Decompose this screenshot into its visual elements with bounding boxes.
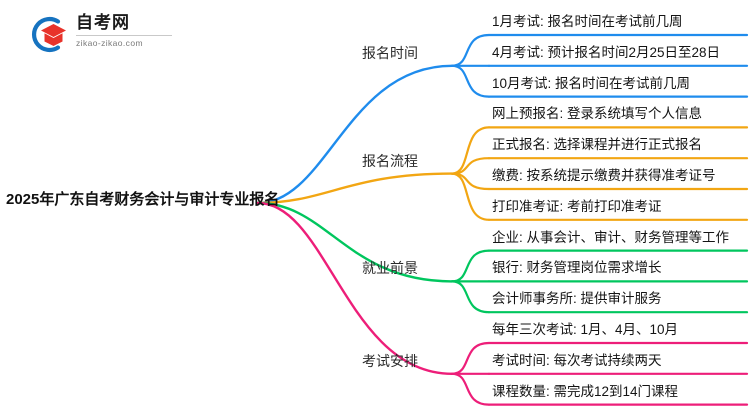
branch-label-1[interactable]: 报名时间 (362, 44, 418, 61)
leaf-node[interactable]: 网上预报名: 登录系统填写个人信息 (492, 103, 748, 129)
leaf-node[interactable]: 每年三次考试: 1月、4月、10月 (492, 319, 748, 345)
logo-text: 自考网 zikao-zikao.com (76, 13, 176, 48)
root-node-label: 2025年广东自考财务会计与审计专业报名 (6, 191, 280, 208)
leaf-node[interactable]: 打印准考证: 考前打印准考证 (492, 196, 748, 222)
branch-trunk-connector (256, 201, 454, 283)
leaf-elbow-connector (450, 372, 491, 406)
leaf-elbow-connector (450, 157, 491, 175)
leaf-node[interactable]: 课程数量: 需完成12到14门课程 (492, 381, 748, 407)
leaf-node-label: 课程数量: 需完成12到14门课程 (492, 383, 679, 399)
logo-divider (76, 35, 172, 36)
branch-label-2[interactable]: 报名流程 (362, 152, 418, 169)
leaf-node[interactable]: 考试时间: 每次考试持续两天 (492, 350, 748, 376)
leaf-node[interactable]: 银行: 财务管理岗位需求增长 (492, 257, 748, 283)
leaf-node-label: 考试时间: 每次考试持续两天 (492, 352, 662, 368)
site-logo: 自考网 zikao-zikao.com (28, 12, 178, 56)
leaf-elbow-connector (450, 33, 491, 67)
leaf-elbow-connector (450, 341, 491, 375)
leaf-node[interactable]: 会计师事务所: 提供审计服务 (492, 288, 748, 314)
leaf-node-label: 打印准考证: 考前打印准考证 (492, 198, 662, 214)
branch-label-4[interactable]: 考试安排 (362, 352, 418, 369)
branch-label-3[interactable]: 就业前景 (362, 260, 418, 277)
leaf-node-label: 每年三次考试: 1月、4月、10月 (492, 322, 679, 337)
leaf-node-label: 网上预报名: 登录系统填写个人信息 (492, 106, 703, 122)
branch-trunk-connector (256, 64, 454, 205)
leaf-elbow-connector (450, 126, 491, 175)
leaf-node-label: 缴费: 按系统提示缴费并获得准考证号 (492, 168, 716, 183)
leaf-elbow-connector (450, 172, 491, 191)
leaf-node-label: 会计师事务所: 提供审计服务 (492, 291, 662, 307)
leaf-elbow-connector (450, 172, 491, 221)
leaf-elbow-connector (450, 280, 491, 314)
leaf-node-label: 银行: 财务管理岗位需求增长 (492, 260, 662, 276)
logo-domain: zikao-zikao.com (76, 38, 143, 48)
logo-title-cn: 自考网 (76, 13, 130, 32)
leaf-node-label: 4月考试: 预计报名时间2月25日至28日 (492, 44, 721, 60)
leaf-elbow-connector (450, 249, 491, 283)
leaf-node-label: 企业: 从事会计、审计、财务管理等工作 (492, 229, 730, 245)
leaf-elbow-connector (450, 64, 491, 98)
leaf-node[interactable]: 企业: 从事会计、审计、财务管理等工作 (492, 227, 748, 253)
leaf-node[interactable]: 正式报名: 选择课程并进行正式报名 (492, 134, 748, 160)
leaf-node[interactable]: 4月考试: 预计报名时间2月25日至28日 (492, 42, 748, 68)
logo-mark-icon (32, 16, 66, 53)
branch-trunk-connector (256, 201, 454, 375)
leaf-node-label: 1月考试: 报名时间在考试前几周 (492, 14, 683, 29)
leaf-node-label: 正式报名: 选择课程并进行正式报名 (492, 137, 703, 153)
leaf-node[interactable]: 1月考试: 报名时间在考试前几周 (492, 11, 748, 37)
leaf-node[interactable]: 10月考试: 报名时间在考试前几周 (492, 73, 748, 99)
branch-trunk-connector (256, 172, 454, 205)
leaf-node[interactable]: 缴费: 按系统提示缴费并获得准考证号 (492, 165, 748, 191)
leaf-node-label: 10月考试: 报名时间在考试前几周 (492, 75, 691, 91)
